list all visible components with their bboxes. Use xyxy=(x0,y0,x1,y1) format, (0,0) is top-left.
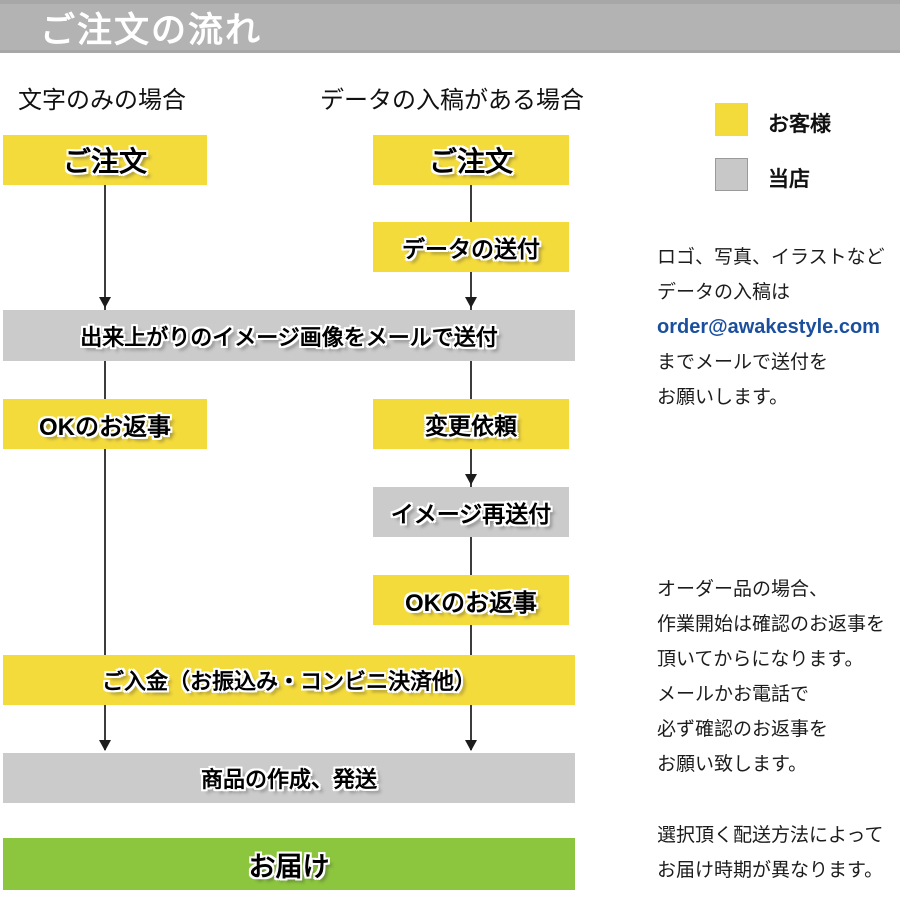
note-shipping: 選択頂く配送方法によって お届け時期が異なります。 xyxy=(657,818,899,888)
note-line: お届け時期が異なります。 xyxy=(657,860,884,881)
flow-box-change-request: 変更依頼 xyxy=(373,399,569,449)
note-line: 必ず確認のお返事を xyxy=(657,719,829,740)
note-line: お願い致します。 xyxy=(657,754,808,775)
legend-customer-swatch xyxy=(715,103,748,136)
note-line: 選択頂く配送方法によって xyxy=(657,825,884,846)
flow-box-delivery: お届け xyxy=(3,838,575,890)
note-line: オーダー品の場合、 xyxy=(657,579,829,600)
flow-box-ok-reply-left: OKのお返事 xyxy=(3,399,207,449)
flow-box-production: 商品の作成、発送 xyxy=(3,753,575,803)
arrow-down-icon xyxy=(465,297,477,308)
legend-shop-label: 当店 xyxy=(768,168,810,191)
note-line: 作業開始は確認のお返事を xyxy=(657,614,886,635)
note-line: ロゴ、写真、イラストなど xyxy=(657,247,885,268)
flow-box-image-mail: 出来上がりのイメージ画像をメールで送付 xyxy=(3,310,575,361)
note-line: メールかお電話で xyxy=(657,684,810,705)
flow-box-order-left: ご注文 xyxy=(3,135,207,185)
arrow-down-icon xyxy=(465,474,477,485)
note-line: データの入稿は xyxy=(657,282,791,303)
legend-shop-swatch xyxy=(715,158,748,191)
email-link[interactable]: order@awakestyle.com xyxy=(657,316,880,338)
arrow-down-icon xyxy=(99,297,111,308)
flow-line-right xyxy=(470,180,472,750)
flow-box-payment: ご入金（お振込み・コンビニ決済他） xyxy=(3,655,575,705)
page-title: ご注文の流れ xyxy=(40,10,263,50)
note-data-submission: ロゴ、写真、イラストなど データの入稿は order@awakestyle.co… xyxy=(657,240,899,415)
flow-box-image-resend: イメージ再送付 xyxy=(373,487,569,537)
page-header: ご注文の流れ xyxy=(0,0,900,53)
flow-box-data-send: データの送付 xyxy=(373,222,569,272)
note-line: までメールで送付を xyxy=(657,352,829,373)
flow-line-left xyxy=(104,183,106,750)
flow-box-ok-reply-right: OKのお返事 xyxy=(373,575,569,625)
flow-box-order-right: ご注文 xyxy=(373,135,569,185)
note-confirmation: オーダー品の場合、 作業開始は確認のお返事を 頂いてからになります。 メールかお… xyxy=(657,572,899,782)
legend-customer-label: お客様 xyxy=(768,113,831,136)
arrow-down-icon xyxy=(99,740,111,751)
note-line: お願いします。 xyxy=(657,387,789,408)
column-heading-data-submission: データの入稿がある場合 xyxy=(320,87,584,114)
column-heading-text-only: 文字のみの場合 xyxy=(18,87,186,114)
arrow-down-icon xyxy=(465,740,477,751)
note-line: 頂いてからになります。 xyxy=(657,649,864,670)
